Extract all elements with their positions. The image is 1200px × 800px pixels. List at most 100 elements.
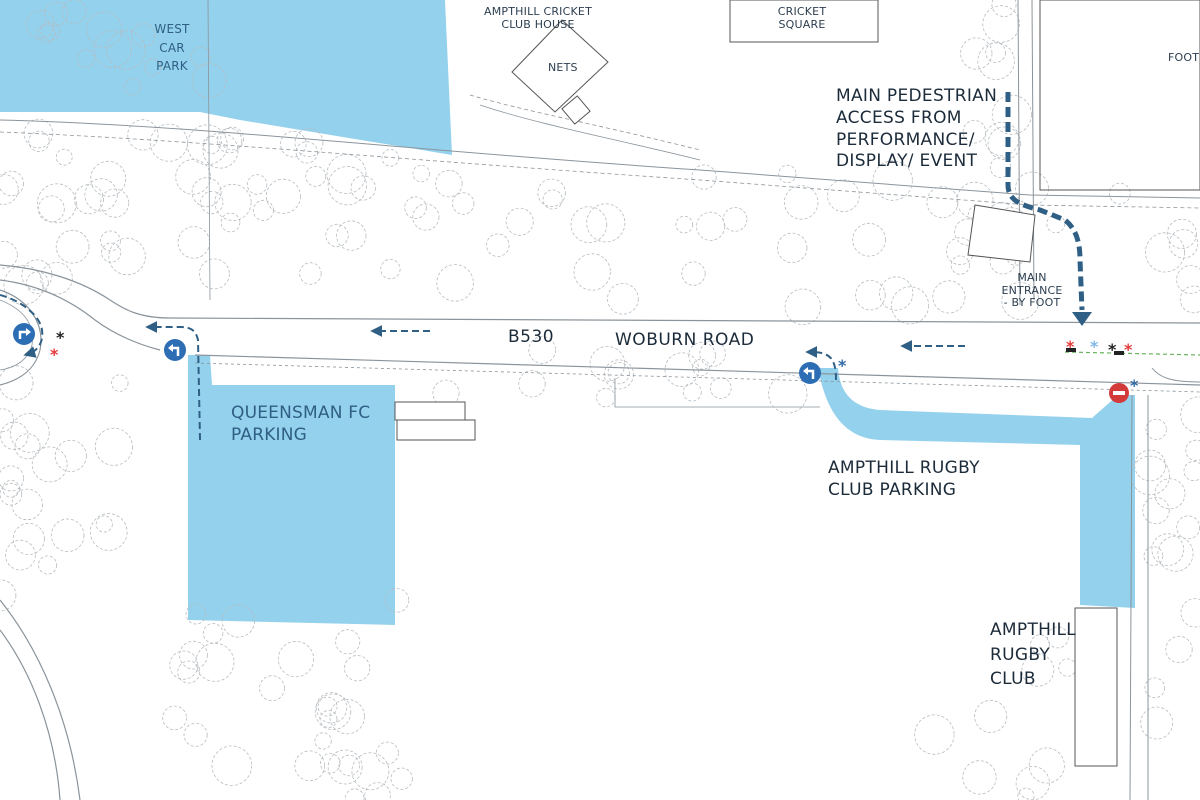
tree-icon: [991, 0, 1017, 17]
tree-icon: [246, 174, 268, 195]
asterisk-marker-icon: *: [50, 345, 59, 364]
foot-partial-label: FOOT: [1168, 51, 1200, 64]
rugby-parking-label: AMPTHILL RUGBY CLUB PARKING: [828, 458, 980, 501]
tree-icon: [688, 341, 716, 370]
tree-icon: [55, 229, 90, 264]
tree-icon: [326, 154, 367, 194]
tree-icon: [1145, 418, 1167, 440]
tree-icon: [100, 230, 121, 252]
tree-icon: [101, 242, 122, 263]
tree-icon: [589, 345, 626, 382]
tree-icon: [21, 259, 53, 291]
no-entry-sign-icon: [1109, 383, 1129, 403]
tree-icon: [682, 382, 702, 402]
tree-icon: [960, 37, 993, 70]
tree-icon: [570, 206, 608, 243]
tree-icon: [76, 49, 96, 68]
tree-icon: [314, 732, 332, 750]
asterisk-marker-icon: *: [1066, 337, 1075, 356]
tree-icon: [0, 170, 24, 197]
tree-icon: [144, 58, 162, 76]
tree-icon: [974, 699, 1008, 733]
queensman-parking-label: QUEENSMAN FC PARKING: [231, 403, 371, 446]
tree-icon: [106, 30, 146, 70]
tree-icon: [177, 660, 201, 684]
road-name-label: WOBURN ROAD: [615, 330, 755, 350]
tree-icon: [338, 754, 360, 777]
tree-icon: [0, 579, 17, 612]
tree-icon: [195, 642, 235, 682]
tree-icon: [295, 141, 318, 164]
tree-icon: [299, 262, 322, 285]
tree-icon: [11, 488, 43, 521]
tree-icon: [696, 211, 726, 241]
tree-icon: [991, 94, 1032, 135]
tree-icon: [294, 750, 326, 782]
tree-icon: [200, 190, 224, 215]
tree-icon: [327, 166, 367, 206]
tree-icon: [73, 184, 104, 215]
tree-icon: [384, 588, 410, 613]
tree-icon: [709, 377, 732, 399]
tree-icon: [1015, 171, 1049, 206]
tree-icon: [1021, 653, 1055, 687]
tree-icon: [1143, 546, 1164, 566]
tree-icon: [31, 446, 68, 483]
tree-icon: [198, 258, 230, 290]
tree-icon: [607, 361, 630, 385]
tree-icon: [100, 188, 130, 218]
tree-icon: [54, 439, 87, 472]
tree-icon: [452, 192, 475, 215]
tree-icon: [486, 233, 510, 257]
tree-icon: [768, 374, 808, 414]
tree-icon: [989, 156, 1012, 178]
tree-icon: [191, 63, 227, 98]
tree-icon: [1017, 787, 1035, 800]
turn-left-sign-icon: [799, 362, 821, 384]
tree-icon: [280, 130, 307, 158]
tree-icon: [691, 164, 717, 190]
tree-icon: [404, 196, 427, 219]
pedestrian-access-label: MAIN PEDESTRIAN ACCESS FROM PERFORMANCE/…: [836, 86, 998, 172]
tree-icon: [987, 126, 1022, 160]
tree-icon: [681, 261, 706, 286]
tree-icon: [0, 365, 34, 401]
tree-icon: [36, 183, 77, 224]
tree-icon: [1134, 449, 1166, 482]
cricket-square-label: CRICKET SQUARE: [777, 5, 827, 31]
tree-icon: [0, 241, 18, 269]
tree-icon: [185, 603, 207, 625]
tree-icon: [586, 203, 626, 243]
tree-icon: [89, 513, 128, 551]
tree-icon: [305, 165, 327, 187]
tree-icon: [962, 119, 987, 144]
main-entrance-label: MAIN ENTRANCE - BY FOOT: [1001, 271, 1063, 310]
tree-icon: [1140, 706, 1174, 740]
tree-icon: [202, 132, 239, 169]
tree-icon: [221, 604, 255, 638]
tree-icon: [537, 178, 566, 208]
tree-icon: [190, 46, 211, 67]
tree-icon: [40, 21, 60, 41]
tree-icon: [294, 128, 324, 158]
tree-icon: [1144, 677, 1166, 699]
tree-icon: [603, 359, 634, 390]
nets-label: NETS: [548, 61, 578, 74]
tree-icon: [329, 698, 365, 735]
tree-icon: [220, 126, 245, 151]
tree-icon: [1154, 478, 1186, 510]
tree-icon: [344, 655, 371, 682]
tree-icon: [259, 675, 285, 702]
tree-icon: [777, 232, 808, 264]
asterisk-marker-icon: *: [56, 328, 65, 347]
tree-icon: [327, 749, 363, 785]
tree-icon: [1130, 455, 1170, 496]
tree-icon: [956, 181, 994, 219]
tree-icon: [932, 280, 966, 314]
tree-icon: [277, 640, 315, 678]
tree-icon: [412, 164, 430, 183]
tree-icon: [2, 479, 20, 498]
tree-icon: [436, 264, 474, 302]
tree-icon: [1142, 496, 1170, 525]
